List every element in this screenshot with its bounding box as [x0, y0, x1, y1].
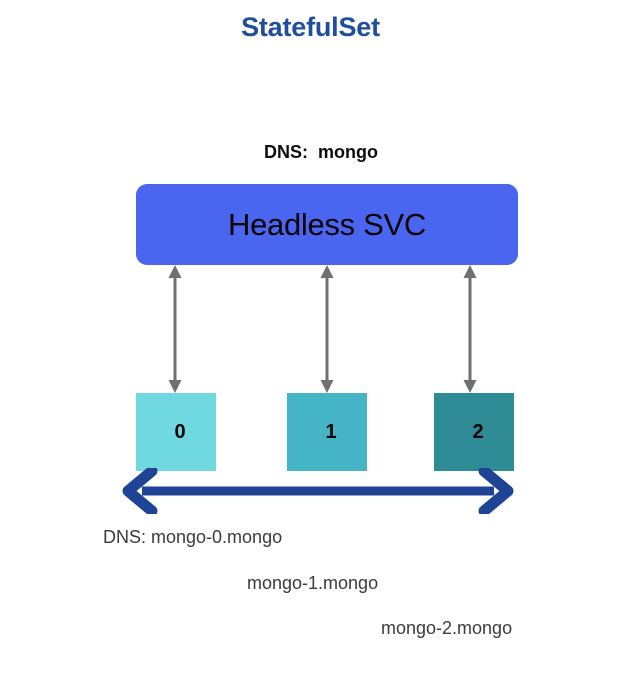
pod-index-label-0: 0 [174, 420, 186, 443]
pod-dns-label-0: DNS: mongo-0.mongo [103, 527, 283, 547]
pod-box-0: 0 [136, 393, 216, 471]
pod-index-label-2: 2 [472, 420, 484, 443]
service-dns-label: DNS: mongo [264, 142, 378, 162]
page-title: StatefulSet [241, 12, 380, 42]
ordering-double-arrow [118, 468, 518, 514]
headless-service-box: Headless SVC [136, 184, 518, 265]
connector-arrow-pod-2 [457, 264, 483, 394]
pod-index-label-1: 1 [325, 420, 337, 443]
pod-dns-label-2: mongo-2.mongo [381, 618, 513, 638]
connector-arrow-pod-1 [314, 264, 340, 394]
pod-box-2: 2 [434, 393, 514, 471]
headless-service-label: Headless SVC [228, 206, 426, 242]
connector-arrow-pod-0 [162, 264, 188, 394]
pod-dns-label-1: mongo-1.mongo [247, 573, 379, 593]
pod-box-1: 1 [287, 393, 367, 471]
